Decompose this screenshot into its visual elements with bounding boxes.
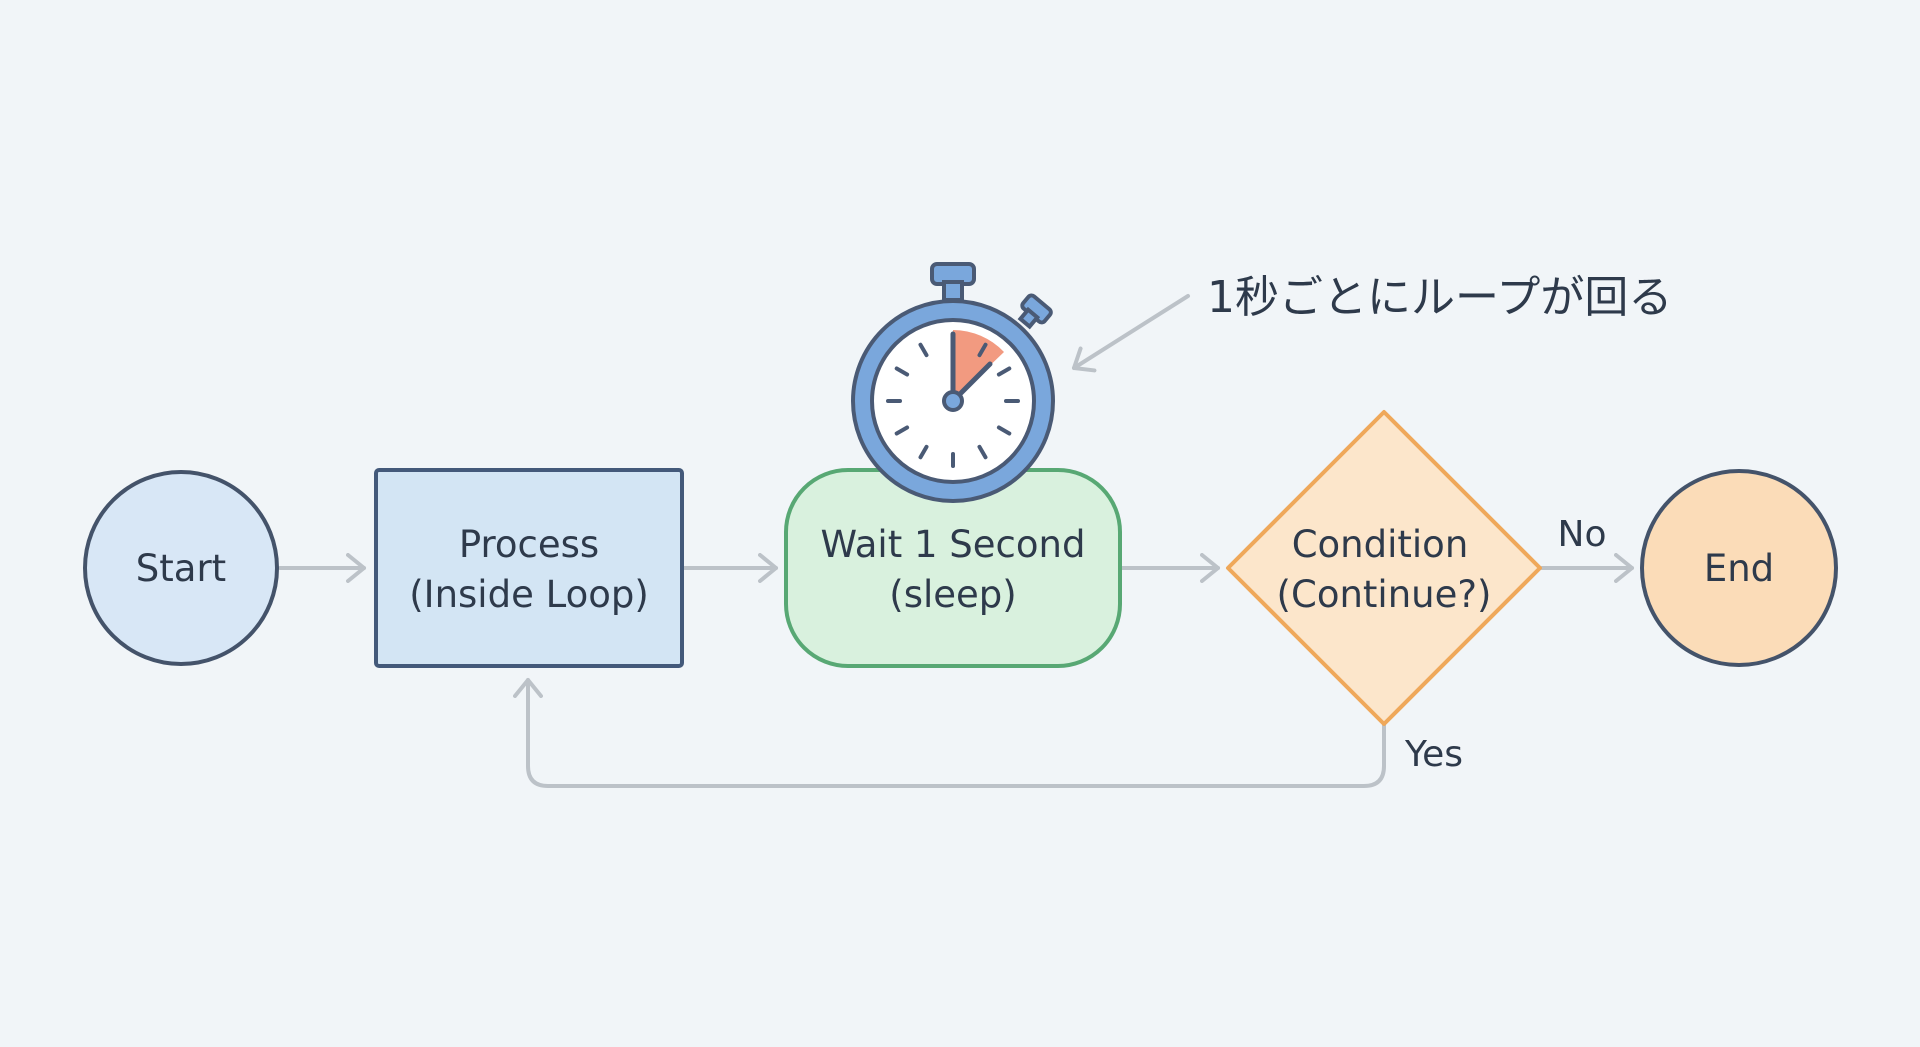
edge-label-yes: Yes [1404, 734, 1463, 775]
end-node: End [1640, 469, 1838, 667]
process-node-subtitle: (Inside Loop) [409, 573, 649, 616]
condition-node-subtitle: (Continue?) [1277, 573, 1492, 616]
stopwatch-side-button [1017, 293, 1053, 330]
stopwatch-stem [942, 280, 964, 302]
annotation-label: 1秒ごとにループが回る [1207, 272, 1672, 323]
condition-node: Condition (Continue?) [1226, 410, 1542, 726]
condition-node-title: Condition [1292, 523, 1469, 566]
wait-node-title: Wait 1 Second [821, 523, 1086, 566]
start-node-shape [83, 470, 279, 666]
stopwatch-elapsed-sector [953, 330, 1004, 401]
stopwatch-center-pin [942, 390, 964, 412]
stopwatch-ticks [886, 334, 1020, 468]
wait-node: Wait 1 Second (sleep) [784, 468, 1122, 668]
start-node-label: Start [136, 547, 226, 590]
annotation-pointer-arrow [1072, 294, 1190, 373]
edge-label-no: No [1558, 514, 1607, 555]
process-node-title: Process [459, 523, 599, 566]
wait-node-subtitle: (sleep) [889, 573, 1016, 616]
process-node-shape [374, 468, 684, 668]
edge-loop-back-yes [513, 678, 1386, 788]
end-node-shape [1640, 469, 1838, 667]
connectors [278, 294, 1634, 788]
end-node-label: End [1704, 547, 1774, 590]
start-node: Start [83, 470, 279, 666]
condition-node-shape [1226, 410, 1542, 726]
stopwatch-icon [851, 262, 1055, 503]
process-node: Process (Inside Loop) [374, 468, 684, 668]
